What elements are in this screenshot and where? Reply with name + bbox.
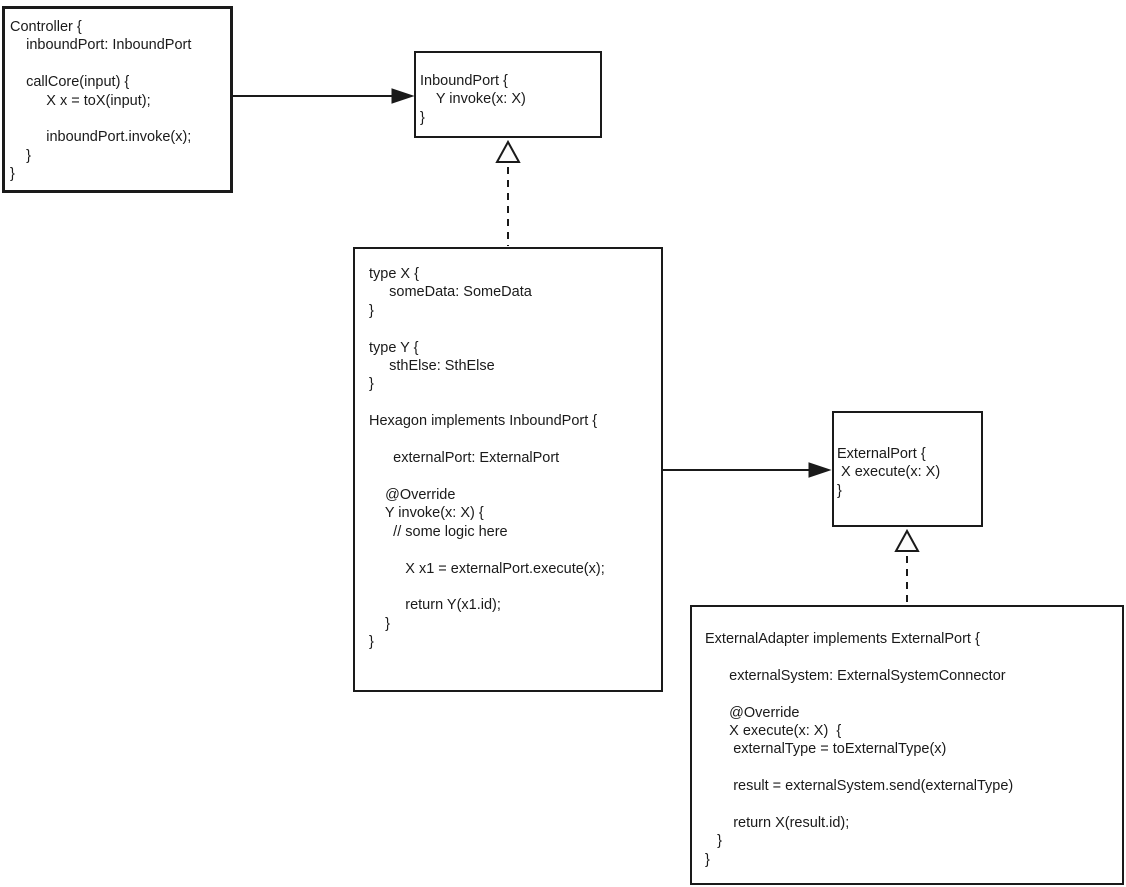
externaladapter-code: ExternalAdapter implements ExternalPort … bbox=[705, 631, 1014, 868]
association-arrow-hexagon-to-externalport bbox=[663, 462, 832, 478]
inboundport-code: InboundPort { Y invoke(x: X) } bbox=[420, 73, 526, 126]
hexagon-code: type X { someData: SomeData } type Y { s… bbox=[369, 266, 605, 651]
inboundport-interface-box: InboundPort { Y invoke(x: X) } bbox=[414, 51, 602, 138]
externalport-interface-box: ExternalPort { X execute(x: X) } bbox=[832, 411, 983, 527]
externaladapter-class-box: ExternalAdapter implements ExternalPort … bbox=[690, 605, 1124, 885]
controller-class-box: Controller { inboundPort: InboundPort ca… bbox=[2, 6, 233, 193]
realization-arrow-hexagon-to-inboundport bbox=[495, 139, 521, 246]
realization-arrow-externaladapter-to-externalport bbox=[894, 528, 920, 604]
association-arrow-controller-to-inboundport bbox=[233, 88, 415, 104]
hexagon-core-box: type X { someData: SomeData } type Y { s… bbox=[353, 247, 663, 692]
controller-code: Controller { inboundPort: InboundPort ca… bbox=[10, 19, 192, 183]
externalport-code: ExternalPort { X execute(x: X) } bbox=[837, 446, 941, 499]
